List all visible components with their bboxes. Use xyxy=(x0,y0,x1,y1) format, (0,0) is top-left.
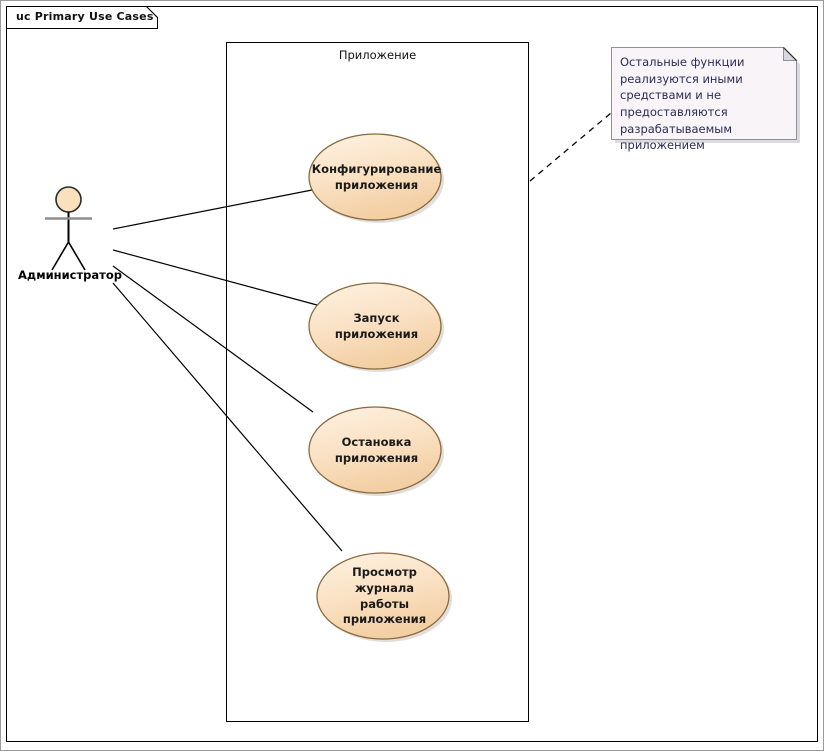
use-case-start[interactable]: Запуск приложения xyxy=(307,281,446,372)
use-case-label: Запуск приложения xyxy=(334,310,419,341)
use-case-view-log[interactable]: Просмотр журнала работы приложения xyxy=(315,551,454,642)
use-case-stop[interactable]: Остановка приложения xyxy=(307,405,446,496)
use-case-label: Конфигурирование приложения xyxy=(311,161,442,192)
frame-name-tab: uc Primary Use Cases xyxy=(6,6,158,29)
system-boundary-title: Приложение xyxy=(338,48,417,62)
use-case-label: Остановка приложения xyxy=(334,434,419,465)
use-case-configure[interactable]: Конфигурирование приложения xyxy=(307,132,446,223)
actor-administrator[interactable] xyxy=(22,182,117,287)
actor-label: Администратор xyxy=(18,268,122,282)
use-case-label: Просмотр журнала работы приложения xyxy=(342,565,427,627)
stick-figure-actor-icon xyxy=(45,186,92,271)
frame-title-label: uc Primary Use Cases xyxy=(16,10,154,23)
diagram-frame xyxy=(6,6,818,742)
note-comment[interactable]: Остальные функции реализуются иными сред… xyxy=(611,47,800,152)
note-shape xyxy=(611,47,800,143)
note-text: Остальные функции реализуются иными сред… xyxy=(620,55,745,153)
